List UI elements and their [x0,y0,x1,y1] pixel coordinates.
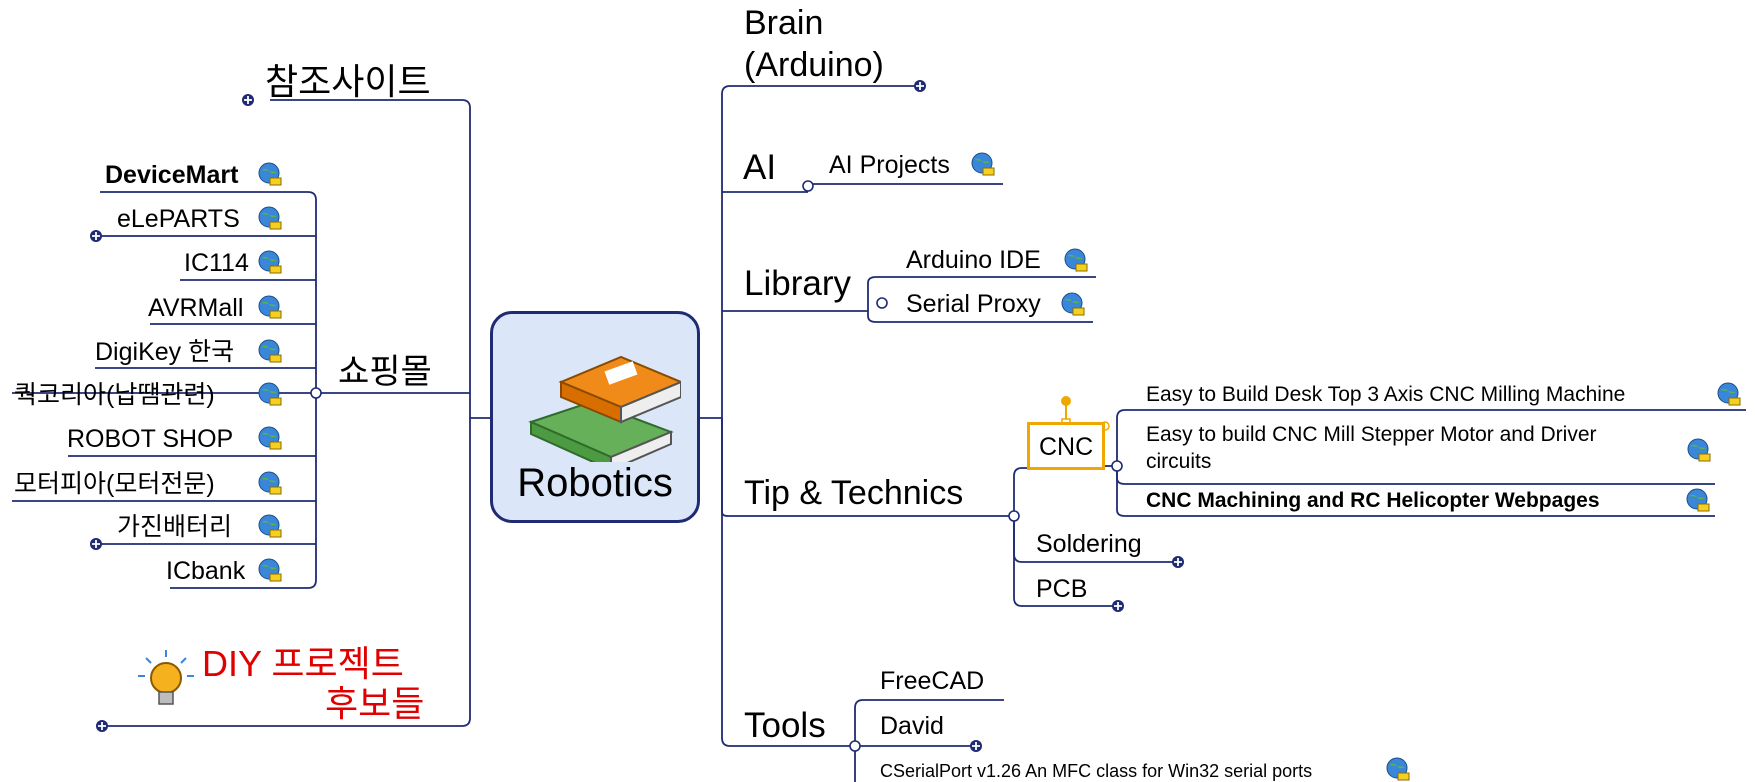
node-cserialport[interactable]: CSerialPort v1.26 An MFC class for Win32… [880,761,1313,781]
central-node[interactable]: Robotics [490,311,700,523]
books-icon [528,355,681,462]
node-cnc-selected[interactable]: CNC [1027,422,1105,470]
node-brain-line1[interactable]: Brain [744,4,824,42]
node-shopping[interactable]: 쇼핑몰 [338,353,432,391]
node-ai-projects[interactable]: AI Projects [829,151,950,179]
web-link-icon[interactable] [257,250,282,275]
node-freecad[interactable]: FreeCAD [880,667,985,695]
node-cnc-desktop-mill[interactable]: Easy to Build Desk Top 3 Axis CNC Millin… [1146,383,1626,406]
shop-item-gajin-battery[interactable]: 가진배터리 [117,513,233,541]
web-link-icon[interactable] [257,382,282,407]
web-link-icon[interactable] [1686,438,1711,463]
web-link-icon[interactable] [257,339,282,364]
web-link-icon[interactable] [1716,382,1741,407]
lightbulb-icon [138,650,194,705]
shop-item-digikey[interactable]: DigiKey 한국 [95,338,235,366]
web-link-icon[interactable] [257,162,282,187]
shop-item-icbank[interactable]: ICbank [166,557,246,585]
node-diy-line1[interactable]: DIY 프로젝트 [202,643,404,684]
shop-item-devicemart[interactable]: DeviceMart [105,161,239,189]
web-link-icon[interactable] [257,514,282,539]
node-tip-technics[interactable]: Tip & Technics [744,474,964,512]
web-link-icon[interactable] [970,152,995,177]
node-tools[interactable]: Tools [744,706,826,745]
node-pcb[interactable]: PCB [1036,575,1088,603]
web-link-icon[interactable] [257,295,282,320]
shop-item-qualkorea[interactable]: 쿽코리아(납땜관련) [14,381,215,409]
web-link-icon[interactable] [257,426,282,451]
node-library[interactable]: Library [744,264,851,303]
web-link-icon[interactable] [1060,292,1085,317]
shop-item-eleparts[interactable]: eLePARTS [117,205,240,233]
node-serial-proxy[interactable]: Serial Proxy [906,290,1041,318]
shop-item-ic114[interactable]: IC114 [184,249,249,277]
node-david[interactable]: David [880,712,944,740]
shop-item-motorpia[interactable]: 모터피아(모터전문) [14,470,215,498]
web-link-icon[interactable] [257,558,282,583]
node-arduino-ide[interactable]: Arduino IDE [906,246,1041,274]
web-link-icon[interactable] [1685,488,1710,513]
shop-item-robotshop[interactable]: ROBOT SHOP [67,425,234,453]
node-ai[interactable]: AI [743,148,777,187]
node-brain-line2: (Arduino) [744,46,884,84]
node-soldering[interactable]: Soldering [1036,530,1142,558]
node-cnc-rc-helicopter[interactable]: CNC Machining and RC Helicopter Webpages [1146,489,1600,512]
central-label: Robotics [517,461,673,505]
node-cnc-label: CNC [1039,433,1094,461]
node-cnc-stepper-line2: circuits [1146,450,1212,473]
web-link-icon[interactable] [257,471,282,496]
web-link-icon[interactable] [1385,757,1410,782]
web-link-icon[interactable] [1063,248,1088,273]
node-reference-sites[interactable]: 참조사이트 [265,61,431,102]
web-link-icon[interactable] [257,206,282,231]
shop-item-avrmall[interactable]: AVRMall [148,294,244,322]
node-cnc-stepper[interactable]: Easy to build CNC Mill Stepper Motor and… [1146,423,1597,446]
node-diy-line2: 후보들 [325,683,425,724]
